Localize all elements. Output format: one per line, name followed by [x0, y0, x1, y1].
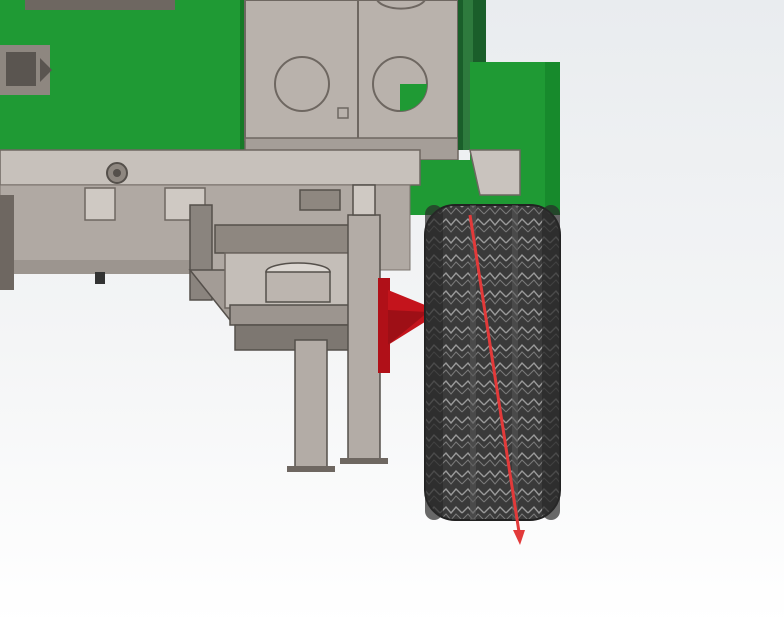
jack-leg-left [294, 339, 328, 471]
jack-leg-right [347, 214, 381, 461]
green-cabinet [0, 0, 248, 150]
red-hitch-cone [378, 278, 428, 373]
stabilizer-jack-assembly [188, 184, 388, 472]
green-indicator-segment [400, 84, 427, 111]
steel-junction-boxes [244, 0, 459, 161]
red-direction-arrow-icon [468, 214, 525, 545]
green-fender [400, 62, 560, 215]
